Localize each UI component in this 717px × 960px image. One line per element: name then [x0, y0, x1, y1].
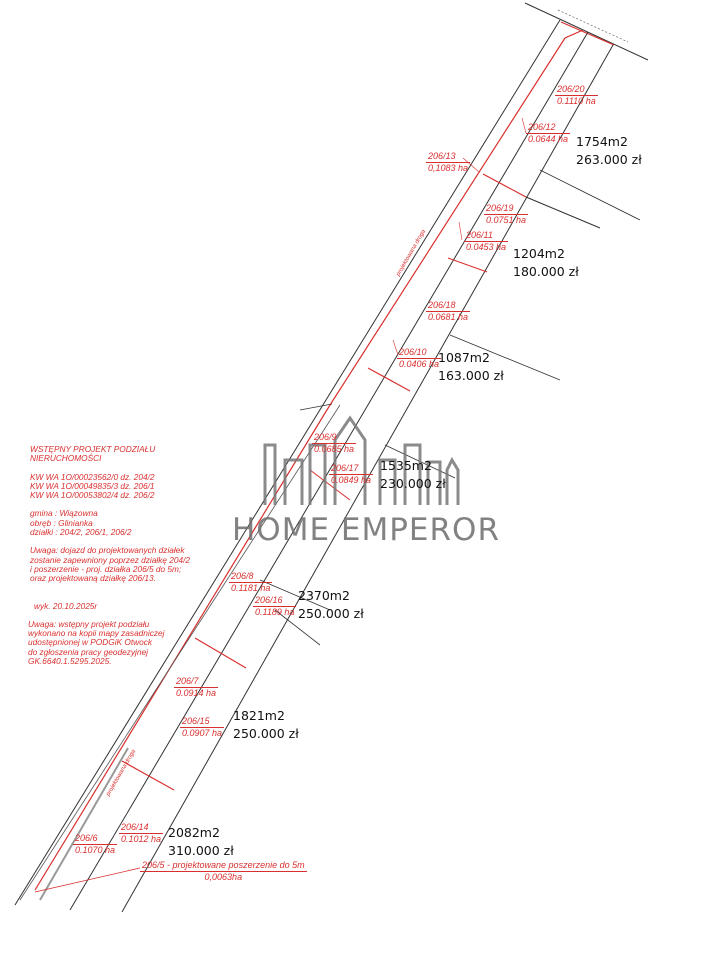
note-line: oraz projektowaną działkę 206/13.: [30, 573, 156, 584]
boundary-red: [367, 367, 411, 392]
boundary-black: [449, 334, 561, 381]
project-notes: WSTĘPNY PROJEKT PODZIAŁU NIERUCHOMOŚCI K…: [28, 444, 191, 667]
boundary-black: [299, 403, 333, 411]
note-line: Uwaga: dojazd do projektowanych działek: [30, 545, 185, 556]
note-line: wykonano na kopii mapy zasadniczej: [28, 628, 165, 639]
top-dashed-line: [557, 9, 629, 43]
strip-line-outer: [14, 19, 561, 906]
note-line: udostępnionej w PODGiK Otwock: [28, 637, 153, 648]
boundary-black: [525, 196, 601, 229]
road-red-line: [34, 29, 584, 891]
boundary-black: [274, 609, 321, 646]
top-boundary-line: [524, 2, 649, 61]
dzialki: działki : 204/2, 206/1, 206/2: [30, 527, 132, 538]
kw-entry: KW WA 1O/00049835/3 dz. 206/1: [30, 480, 155, 491]
leader-line: [521, 117, 527, 134]
note-line: GK.6640.1.5295.2025.: [28, 656, 112, 667]
boundary-red: [447, 257, 488, 273]
note-line: do zgłoszenia pracy geodezyjnej: [28, 646, 148, 657]
strip-line-far-left-2: [19, 404, 341, 901]
gmina: gmina : Wiązowna: [30, 508, 98, 519]
leader-line: [392, 339, 399, 356]
strip-line-right: [121, 44, 614, 913]
watermark: HOME EMPEROR: [232, 512, 500, 548]
home-emperor-logo-icon: [263, 415, 460, 505]
widening-line: [34, 867, 141, 893]
boundary-red: [121, 760, 175, 791]
strip-line-far-left: [39, 747, 129, 901]
boundary-black: [539, 169, 641, 221]
notes-title: NIERUCHOMOŚCI: [30, 453, 102, 464]
boundary-black: [259, 579, 331, 611]
date: wyk. 20.10.2025r: [34, 600, 98, 611]
note-line: zostanie zapewniony poprzez działkę 204/…: [30, 554, 191, 565]
notes-title: WSTĘPNY PROJEKT PODZIAŁU: [30, 444, 156, 454]
boundary-red: [194, 637, 247, 669]
note-line: i poszerzenie - proj. działka 206/5 do 5…: [30, 563, 182, 574]
boundary-red: [482, 173, 527, 198]
note-line: Uwaga: wstępny projekt podziału: [28, 618, 150, 629]
strip-line-middle: [69, 31, 589, 911]
leader-line: [462, 157, 480, 173]
obreb: obręb : Glinianka: [30, 517, 93, 528]
kw-entry: KW WA 1O/00023562/0 dz. 204/2: [30, 471, 155, 482]
boundary-red: [309, 469, 351, 501]
leader-line: [458, 221, 463, 241]
kw-entry: KW WA 1O/00053802/4 dz. 206/2: [30, 490, 155, 501]
